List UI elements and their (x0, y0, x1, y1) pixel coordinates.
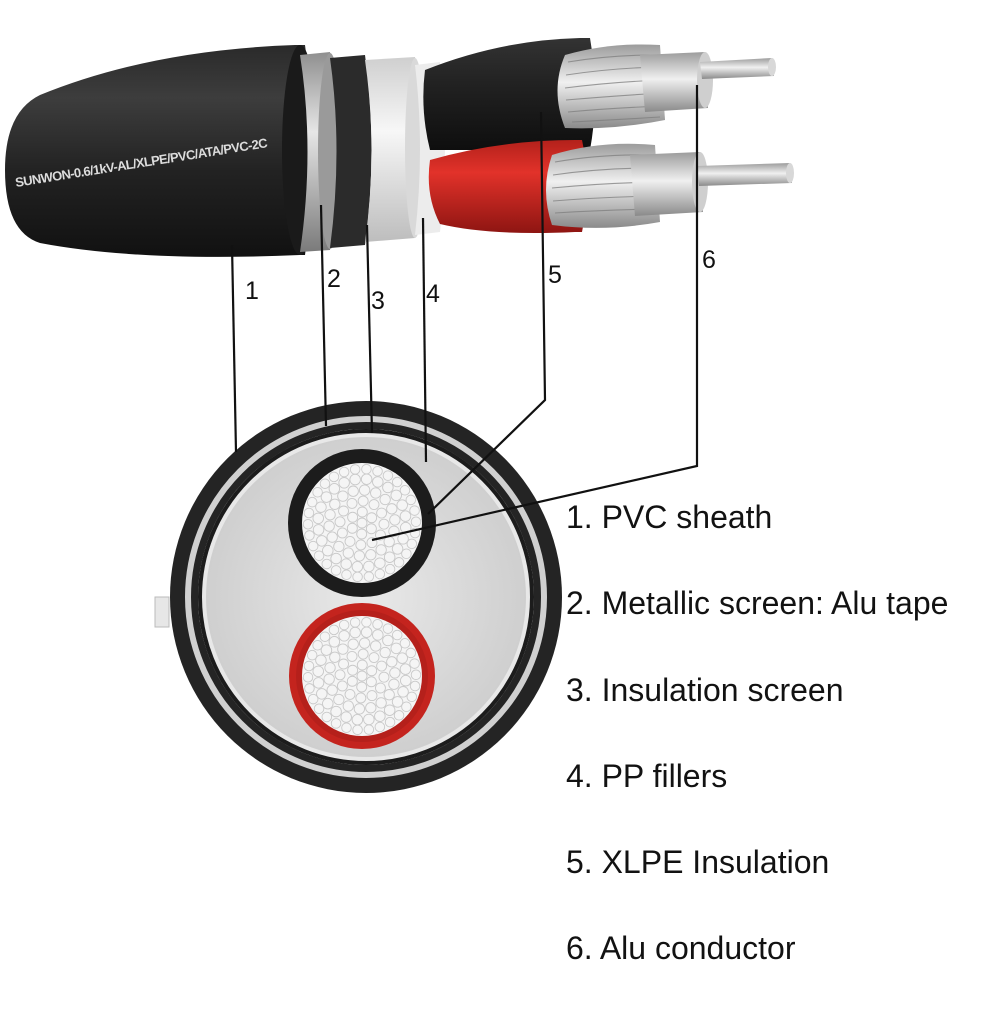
legend-item-xlpe-insulation: 5. XLPE Insulation (566, 842, 948, 928)
legend-item-metallic-screen: 2. Metallic screen: Alu tape (566, 583, 948, 669)
pvc-sheath-3d (5, 45, 313, 257)
callout-number-3: 3 (371, 287, 385, 315)
component-legend: 1. PVC sheath 2. Metallic screen: Alu ta… (566, 497, 948, 1015)
legend-item-insulation-screen: 3. Insulation screen (566, 670, 948, 756)
callout-number-1: 1 (245, 277, 259, 305)
legend-item-pvc-sheath: 1. PVC sheath (566, 497, 948, 583)
callout-numbers: 1 2 3 4 5 6 (245, 246, 716, 315)
cable-cross-section (155, 401, 562, 793)
callout-number-4: 4 (426, 280, 440, 308)
callout-number-5: 5 (548, 261, 562, 289)
cable-3d-view: SUNWON-0.6/1kV-AL/XLPE/PVC/ATA/PVC-2C (5, 38, 794, 257)
callout-number-6: 6 (702, 246, 716, 274)
legend-item-alu-conductor: 6. Alu conductor (566, 928, 948, 1014)
legend-item-pp-fillers: 4. PP fillers (566, 756, 948, 842)
callout-number-2: 2 (327, 265, 341, 293)
leader-line-1 (232, 245, 236, 452)
